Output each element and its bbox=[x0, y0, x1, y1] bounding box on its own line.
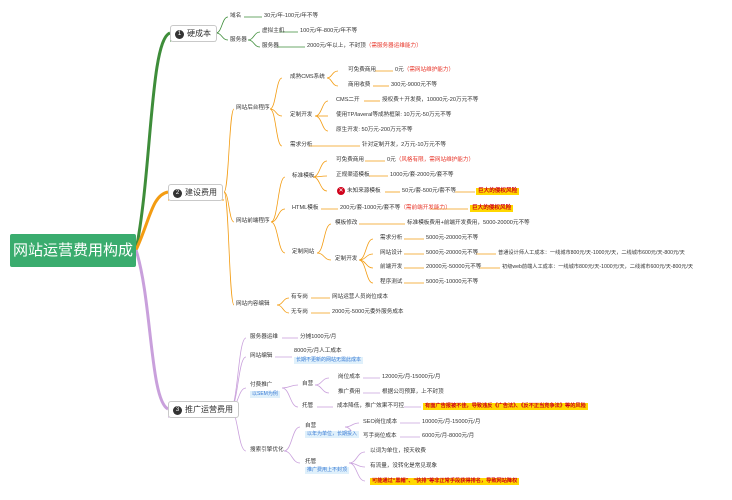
branch-line-1 bbox=[134, 31, 171, 251]
node-no-staff: 无专岗 bbox=[291, 309, 308, 315]
node-vhost: 虚拟主机 bbox=[262, 28, 285, 34]
node-free-cms-price: 0元（需网站维护能力） bbox=[395, 67, 455, 73]
branch-number-badge: 3 bbox=[173, 406, 182, 415]
node-has-staff-cost: 网站运营人员岗位成本 bbox=[332, 294, 388, 300]
node-tpl-legit: 正规渠道模板 bbox=[336, 172, 370, 178]
branch-title: 硬成本 bbox=[187, 29, 211, 38]
node-domain: 域名 bbox=[230, 13, 242, 19]
node-frontend: 网站前端程序 bbox=[236, 218, 270, 224]
node-edit: 网站编辑 bbox=[250, 353, 273, 359]
node-paid: 付费推广 bbox=[250, 382, 273, 388]
branch-title: 建设费用 bbox=[185, 188, 217, 197]
node-fe-dev-cost: 20000元-50000元不等 bbox=[426, 264, 482, 270]
close-icon: ✕ bbox=[337, 187, 345, 195]
node-tpl-free: 可免费商用 bbox=[336, 157, 364, 163]
node-native: 原生开发: 50万元-200万元不等 bbox=[336, 127, 413, 133]
node-test-cost: 5000元-10000元不等 bbox=[426, 279, 479, 285]
node-tpl-free-price: 0元（风格有限，需网站维护能力） bbox=[387, 157, 475, 163]
node-hosted-cost: 成本降低，推广效果不可控 bbox=[337, 403, 405, 409]
node-fe-dev: 前端开发 bbox=[380, 264, 403, 270]
node-paid-tag: 以SEM为例 bbox=[250, 391, 280, 398]
node-fe-dev-detail: 初级web前端人工成本：一线城市800元/天-1000元/天，二线城市600元/… bbox=[502, 264, 694, 270]
node-cms2-cost: 授权费＋开发费，10000元-20万元不等 bbox=[382, 97, 479, 103]
branch-number-badge: 2 bbox=[173, 189, 182, 198]
node-seo-hosted-tag: 推广费用上不封顶 bbox=[305, 467, 350, 474]
warning-badge: 有面广告报被不佳，导致违反《广告法》、《反不正当竞争法》等的风险 bbox=[423, 403, 588, 410]
node-design-detail: 普通设计师人工成本：一线城市800元/天-1000元/天，二线城市600元/天-… bbox=[498, 250, 685, 256]
node-pos-cost-val: 12000元/月-15000元/月 bbox=[382, 374, 441, 380]
node-ops: 服务器运维 bbox=[250, 334, 278, 340]
node-promo-cost-val: 根据公司预算，上不封顶 bbox=[382, 389, 444, 395]
node-pos-cost: 岗位成本 bbox=[338, 374, 361, 380]
branch-line-2 bbox=[134, 190, 169, 251]
node-needs-cost: 针对定制开发，2万元-10万元不等 bbox=[362, 142, 446, 148]
node-tpl-legit-cost: 1000元/套-2000元/套不等 bbox=[390, 172, 454, 178]
node-tpl-unknown-cost: 50元/套-500元/套不等 bbox=[402, 188, 457, 194]
node-has-staff: 有专岗 bbox=[291, 294, 308, 300]
node-vhost-cost: 100元/年-800元/年不等 bbox=[300, 28, 358, 34]
node-cust-dev: 定制开发 bbox=[335, 256, 358, 262]
node-edit-tag: 长期不更新的网站无需此成本 bbox=[294, 357, 364, 364]
node-writer-cost: 6000元/月-8000元/月 bbox=[422, 433, 475, 439]
node-seo-self: 自营 bbox=[305, 423, 317, 429]
node-seo: 搜索引擎优化 bbox=[250, 447, 284, 453]
node-edit-cost: 8000元/月人工成本 bbox=[294, 348, 342, 354]
node-hosted: 托管 bbox=[302, 403, 314, 409]
node-needs: 需求分析 bbox=[290, 142, 313, 148]
node-ops-cost: 分摊1000元/月 bbox=[300, 334, 337, 340]
node-html: HTML模板 bbox=[292, 205, 319, 211]
node-tp: 使用TP/laveral等成熟框架: 10万元-50万元不等 bbox=[336, 112, 452, 118]
node-tpl-modify: 模板修改 bbox=[335, 220, 358, 226]
node-no-staff-cost: 2000元-5000元委外服务成本 bbox=[332, 309, 404, 315]
node-srv: 服务器 bbox=[262, 43, 279, 49]
node-seo-h1: 以词为单位，按天收费 bbox=[370, 448, 426, 454]
node-tpl-unknown: 未知来源模板 bbox=[347, 188, 381, 194]
mindmap-root: 网站运营费用构成 bbox=[10, 234, 136, 267]
branch-line-3 bbox=[134, 249, 169, 411]
node-design-cost: 5000元-20000元不等 bbox=[426, 250, 479, 256]
node-cms2: CMS二开 bbox=[336, 97, 360, 103]
node-paid-cms-price: 300元-9000元不等 bbox=[391, 82, 438, 88]
node-domain-cost: 30元/年-100元/年不等 bbox=[264, 13, 319, 19]
node-seo-h2: 有流量，没转化是常见现象 bbox=[370, 463, 438, 469]
warning-badge: 巨大的侵权风险 bbox=[476, 188, 520, 195]
node-html-cost: 200元/套-1000元/套不等（需前端开发能力） bbox=[340, 205, 451, 211]
warning-badge: 可能通过“黑帽”、“快排”等非正常手段获得排名，导致网站降权 bbox=[370, 478, 520, 485]
node-custom-site: 定制网站 bbox=[292, 249, 315, 255]
node-paid-cms: 商用收费 bbox=[348, 82, 371, 88]
warning-badge: 巨大的侵权风险 bbox=[470, 205, 514, 212]
node-backend: 网站后台程序 bbox=[236, 105, 270, 111]
node-srv-cost: 2000元/年以上，不封顶（需服务器运维能力） bbox=[307, 43, 422, 49]
node-promo-cost: 推广费用 bbox=[338, 389, 361, 395]
branch-title: 推广运营费用 bbox=[185, 405, 233, 414]
node-seo-self-tag: 以年为单位，长期投入 bbox=[305, 431, 360, 438]
node-content: 网站内容编辑 bbox=[236, 301, 270, 307]
node-cms: 成熟CMS系统 bbox=[290, 74, 325, 80]
node-design: 网站设计 bbox=[380, 250, 403, 256]
node-tpl: 标准模板 bbox=[292, 173, 315, 179]
node-self-run: 自营 bbox=[302, 381, 314, 387]
node-test: 程序测试 bbox=[380, 279, 403, 285]
node-server: 服务器 bbox=[230, 37, 247, 43]
node-writer: 写手岗位成本 bbox=[363, 433, 397, 439]
node-seo-pos-cost: 10000元/月-15000元/月 bbox=[422, 419, 481, 425]
node-custom: 定制开发 bbox=[290, 112, 313, 118]
node-req-cost: 5000元-20000元不等 bbox=[426, 235, 479, 241]
node-seo-hosted: 托管 bbox=[305, 459, 317, 465]
node-free-cms: 可免费商用 bbox=[348, 67, 376, 73]
node-tpl-modify-cost: 标准模板费用+前端开发费用，5000-20000元不等 bbox=[407, 220, 530, 226]
node-req: 需求分析 bbox=[380, 235, 403, 241]
branch-number-badge: 1 bbox=[175, 30, 184, 39]
node-seo-pos: SEO岗位成本 bbox=[363, 419, 398, 425]
